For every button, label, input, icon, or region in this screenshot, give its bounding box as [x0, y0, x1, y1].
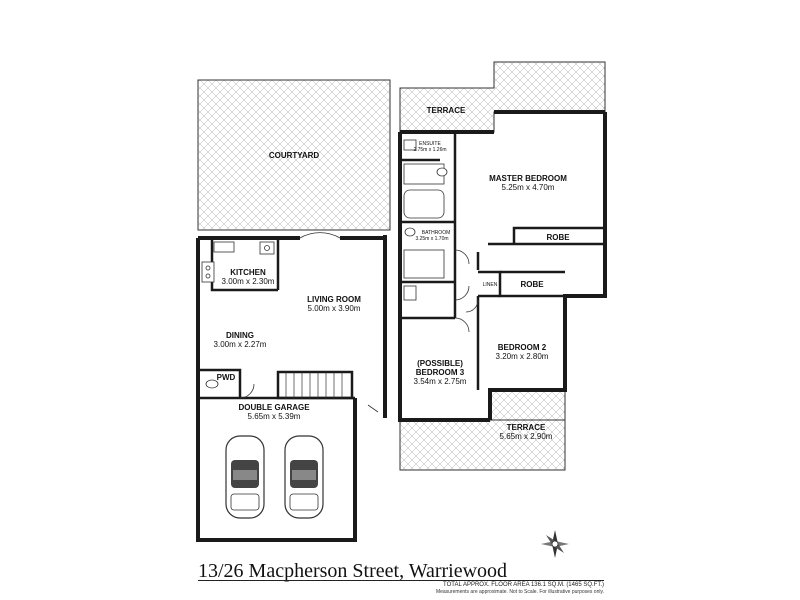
- master-bedroom-label: MASTER BEDROOM: [489, 174, 567, 183]
- stairs: [285, 372, 343, 398]
- pwd-label: PWD: [217, 373, 236, 382]
- upper-doors: [454, 249, 479, 333]
- bedroom2-dims: 3.20m x 2.80m: [496, 352, 549, 361]
- living-room-dims: 5.00m x 3.90m: [308, 304, 361, 313]
- garage-dims: 5.65m x 5.39m: [248, 412, 301, 421]
- ground-interior-walls: [198, 238, 355, 400]
- upper-floor-walls: [398, 110, 607, 422]
- dining-dims: 3.00m x 2.27m: [214, 340, 267, 349]
- kitchen-dims: 3.00m x 2.30m: [222, 277, 275, 286]
- property-address: 13/26 Macpherson Street, Warriewood: [198, 560, 508, 582]
- bedroom2-label: BEDROOM 2: [498, 343, 547, 352]
- car-right: [284, 435, 324, 519]
- robe-master-label: ROBE: [546, 233, 570, 242]
- upper-interior-walls: [400, 132, 605, 390]
- courtyard-area: [197, 79, 391, 231]
- terrace-bottom-notch: [489, 389, 566, 421]
- disclaimer-text: Measurements are approximate. Not to Sca…: [435, 589, 604, 595]
- ensuite-dims: 2.75m x 1.26m: [413, 147, 446, 153]
- terrace-bottom-area: [399, 419, 566, 471]
- bathroom-dims: 3.25m x 1.70m: [415, 236, 448, 242]
- floor-area-text: TOTAL APPROX. FLOOR AREA 136.1 SQ.M. (14…: [443, 582, 604, 588]
- linen-label: LINEN: [483, 282, 498, 288]
- kitchen-fixtures: [201, 241, 275, 283]
- terrace-top-label: TERRACE: [427, 106, 466, 115]
- terrace-bottom-dims: 5.65m x 2.90m: [500, 432, 553, 441]
- footer-divider: [198, 580, 604, 581]
- ensuite-label: ENSUITE: [419, 141, 441, 147]
- bathroom-fixtures: [403, 139, 448, 301]
- ground-floor-walls: [196, 235, 387, 542]
- bedroom3-dims: 3.54m x 2.75m: [414, 377, 467, 386]
- terrace-top-area: [399, 61, 606, 133]
- terrace-bottom-label: TERRACE: [507, 423, 546, 432]
- compass-icon: [541, 530, 569, 558]
- garage-label: DOUBLE GARAGE: [238, 403, 310, 412]
- master-bedroom-dims: 5.25m x 4.70m: [502, 183, 555, 192]
- car-left: [225, 435, 265, 519]
- bathroom-label: BATHROOM: [422, 230, 451, 236]
- robe-bedroom2-label: ROBE: [520, 280, 544, 289]
- bedroom3-label-line2: BEDROOM 3: [416, 368, 465, 377]
- bedroom3-label-line1: (POSSIBLE): [417, 359, 463, 368]
- living-room-label: LIVING ROOM: [307, 295, 361, 304]
- dining-label: DINING: [226, 331, 254, 340]
- kitchen-label: KITCHEN: [230, 268, 266, 277]
- ground-doors: [239, 232, 379, 413]
- courtyard-label: COURTYARD: [269, 151, 320, 160]
- pwd-toilet: [205, 379, 219, 389]
